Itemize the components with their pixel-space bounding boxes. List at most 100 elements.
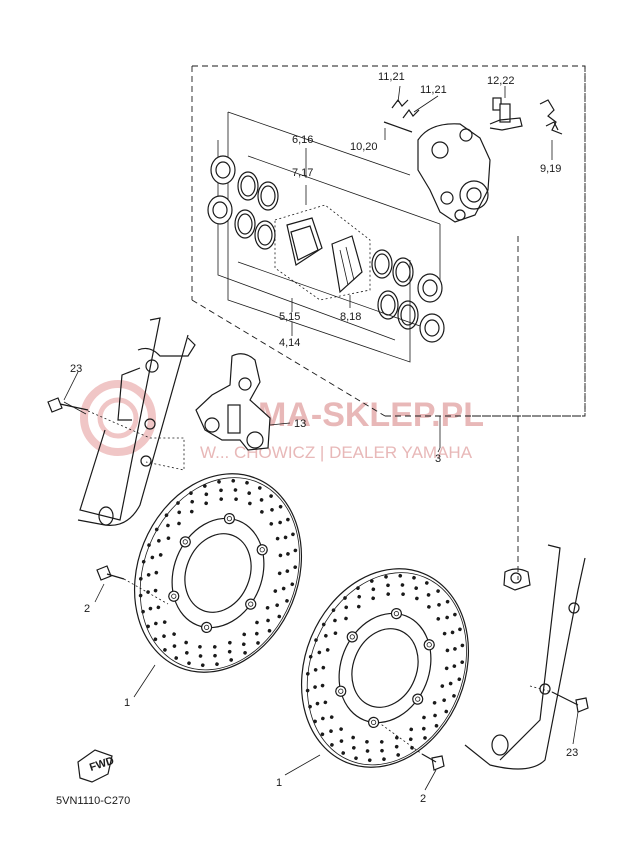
disc-hole bbox=[400, 583, 405, 587]
disc-hole bbox=[394, 744, 399, 749]
disc-hole bbox=[172, 632, 176, 636]
disc-hole bbox=[154, 570, 159, 575]
disc-hole bbox=[184, 640, 188, 645]
brake-disc-right bbox=[300, 568, 470, 768]
disc-hole bbox=[341, 751, 346, 755]
disc-hole bbox=[408, 737, 413, 742]
callout-23-right: 23 bbox=[566, 747, 578, 759]
disc-hole bbox=[270, 508, 274, 512]
disc-hole bbox=[440, 684, 445, 688]
disc-hole bbox=[166, 536, 171, 540]
disc-hole bbox=[177, 510, 181, 515]
disc-hole bbox=[317, 650, 322, 655]
piston-set-lower-left bbox=[207, 195, 276, 250]
disc-rivet bbox=[245, 598, 257, 610]
brake-disc-left bbox=[133, 473, 303, 673]
disc-hole bbox=[314, 638, 318, 642]
disc-hole bbox=[176, 501, 180, 505]
disc-hole bbox=[436, 617, 441, 621]
disc-hole bbox=[320, 732, 325, 737]
left-fork-leg bbox=[77, 317, 196, 526]
disc-hole bbox=[333, 618, 337, 623]
disc-hole bbox=[141, 609, 145, 614]
disc-hole bbox=[163, 648, 167, 652]
disc-hole bbox=[343, 596, 347, 600]
disc-hole bbox=[265, 606, 270, 610]
disc-hole bbox=[285, 569, 290, 573]
disc-hole bbox=[321, 665, 326, 670]
disc-hole bbox=[313, 719, 317, 724]
disc-hole bbox=[203, 484, 207, 488]
disc-hole bbox=[313, 685, 317, 689]
disc-hole bbox=[458, 627, 462, 632]
disc-hole bbox=[306, 672, 310, 676]
fwd-arrow-icon: FWD bbox=[77, 749, 116, 783]
disc-hole bbox=[278, 504, 283, 509]
disc-hole bbox=[415, 596, 419, 601]
disc-hole bbox=[308, 654, 313, 659]
disc-hole bbox=[433, 713, 437, 718]
callout-11-21-a: 11,21 bbox=[378, 71, 405, 83]
disc-hole bbox=[172, 644, 177, 648]
disc-hole bbox=[147, 543, 151, 547]
disc-hole bbox=[157, 538, 161, 543]
disc-hole bbox=[162, 634, 166, 638]
disc-hole bbox=[256, 641, 260, 645]
disc-hole bbox=[219, 488, 223, 493]
disc-rivet bbox=[168, 590, 180, 602]
disc-hole bbox=[257, 486, 262, 490]
disc-hole bbox=[434, 724, 439, 728]
disc-hole bbox=[293, 548, 298, 553]
disc-hole bbox=[139, 577, 143, 581]
disc-hole bbox=[291, 532, 295, 537]
callout-9-19: 9,19 bbox=[540, 163, 561, 175]
disc-hole bbox=[432, 701, 437, 705]
callout-13: 13 bbox=[294, 418, 306, 430]
disc-hole bbox=[323, 700, 328, 705]
disc-hole bbox=[243, 651, 247, 655]
disc-hole bbox=[283, 535, 288, 540]
disc-hole bbox=[141, 559, 146, 564]
disc-hole bbox=[198, 645, 202, 649]
disc-hole bbox=[166, 523, 170, 528]
disc-hole bbox=[398, 573, 403, 578]
disc-hole bbox=[212, 645, 217, 649]
disc-hole bbox=[286, 552, 290, 556]
disc-hole bbox=[450, 630, 455, 635]
disc-hole bbox=[260, 510, 264, 514]
disc-hole bbox=[227, 649, 232, 654]
disc-hole bbox=[457, 677, 462, 682]
disc-hole bbox=[427, 605, 431, 609]
disc-rivet bbox=[346, 631, 358, 643]
disc-hole bbox=[351, 735, 355, 740]
disc-hole bbox=[275, 603, 279, 608]
disc-hole bbox=[444, 666, 449, 671]
disc-hole bbox=[153, 637, 158, 642]
disc-hole bbox=[150, 555, 155, 560]
disc-hole bbox=[313, 668, 318, 672]
disc-rivet bbox=[200, 621, 213, 633]
left-caliper-assembled bbox=[195, 353, 271, 451]
disc-hole bbox=[357, 594, 362, 599]
callout-2-right: 2 bbox=[420, 793, 426, 805]
disc-hole bbox=[330, 743, 334, 747]
disc-hole bbox=[354, 756, 358, 761]
disc-hole bbox=[215, 662, 219, 666]
callout-1-right: 1 bbox=[276, 777, 282, 789]
disc-hole bbox=[344, 616, 348, 621]
disc-hole bbox=[426, 593, 431, 597]
disc-hole bbox=[189, 509, 194, 514]
disc-hole bbox=[395, 735, 399, 740]
disc-hole bbox=[365, 740, 369, 744]
disc-hole bbox=[198, 654, 203, 658]
disc-hole bbox=[321, 622, 326, 627]
callout-1-left: 1 bbox=[124, 697, 130, 709]
disc-hole bbox=[370, 579, 374, 583]
disc-hole bbox=[422, 715, 426, 720]
disc-rivet bbox=[412, 693, 424, 705]
disc-hole bbox=[273, 589, 278, 593]
disc-hole bbox=[213, 653, 217, 658]
disc-hole bbox=[177, 521, 181, 526]
disc-hole bbox=[444, 709, 449, 714]
disc-hole bbox=[204, 501, 208, 506]
